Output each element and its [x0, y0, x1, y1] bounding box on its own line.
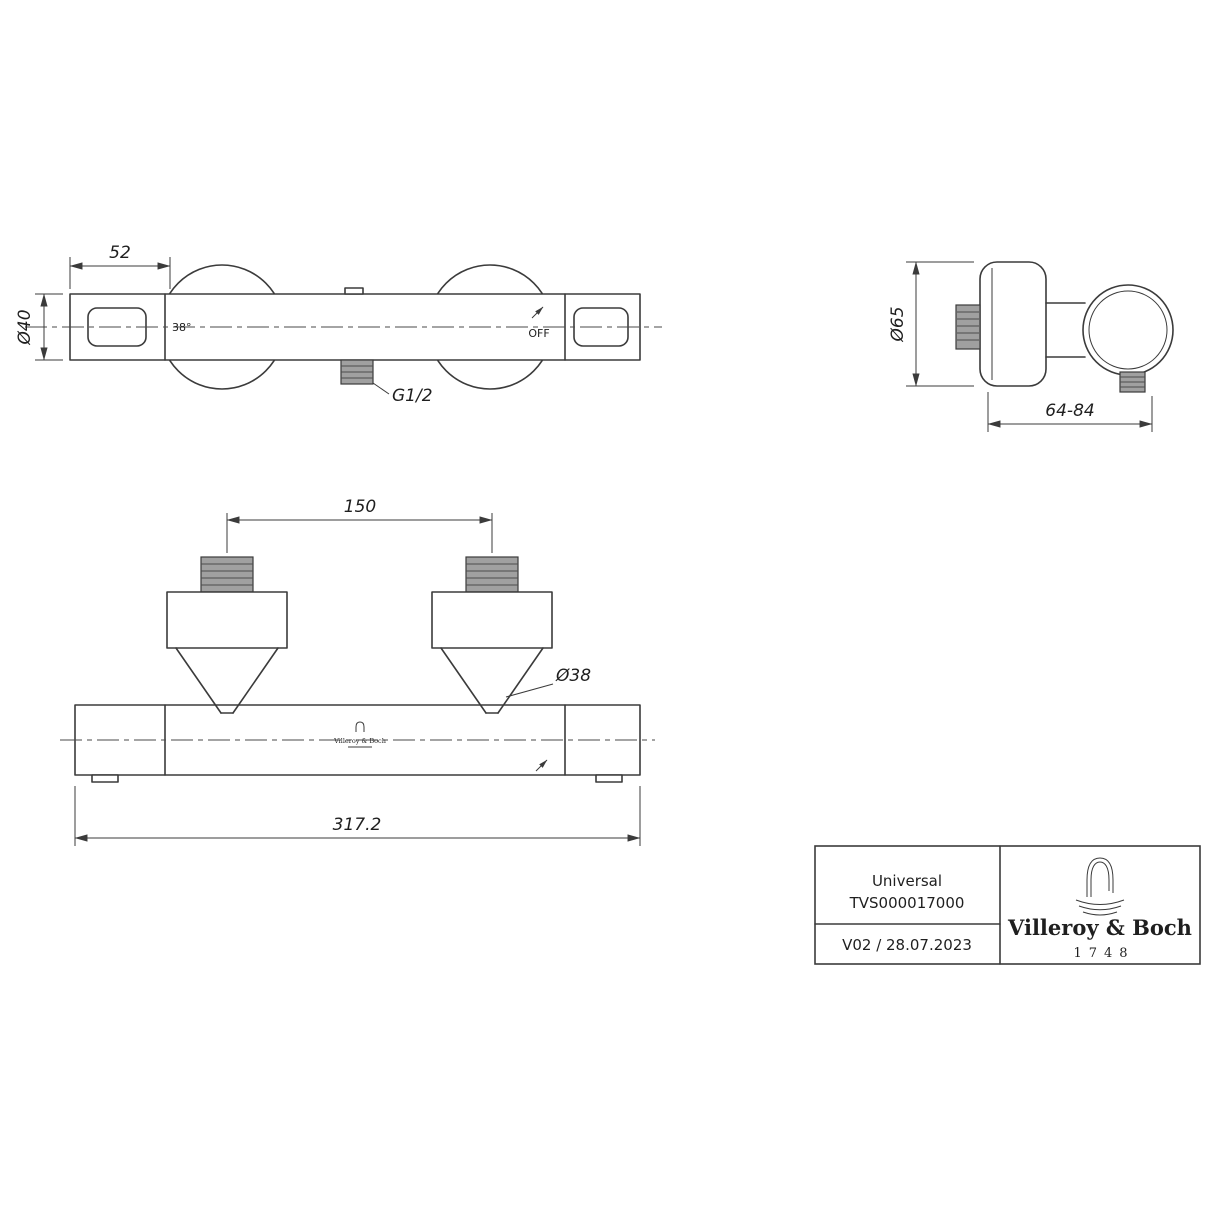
g12-leader-line [372, 382, 390, 395]
product-name: Universal [872, 872, 942, 890]
dim-52-value: 52 [109, 243, 131, 263]
dimension-overall-length: 317.2 [74, 786, 641, 846]
lever-direction-arrow-icon [531, 306, 544, 319]
brand-logo-icon [1075, 857, 1125, 916]
dimension-bar-diameter: Ø40 [15, 293, 63, 361]
off-label: OFF [528, 327, 549, 340]
right-flange-block [431, 591, 553, 649]
front-view: 38° OFF G1/2 52 Ø40 [15, 243, 662, 406]
emblem-arch-icon [355, 721, 365, 732]
article-number: TVS000017000 [849, 894, 965, 912]
version-date: V02 / 28.07.2023 [842, 936, 972, 954]
dim-65-value: Ø65 [888, 306, 908, 342]
left-foot-tab [91, 774, 119, 783]
left-flange-block [166, 591, 288, 649]
bar-brand-emblem: Villeroy & Boch [333, 721, 386, 748]
wall-inlet-thread [955, 304, 981, 350]
title-block: Universal TVS000017000 V02 / 28.07.2023 … [814, 845, 1201, 965]
handle-knob-circle [1082, 284, 1174, 376]
left-supply-connector [166, 556, 288, 714]
escutcheon-side-body [979, 261, 1047, 387]
emblem-text: Villeroy & Boch [333, 737, 386, 745]
right-thread-stud [465, 556, 519, 593]
dim-64-84-value: 64-84 [1045, 401, 1094, 421]
dimension-cone-diameter: Ø38 [505, 666, 591, 698]
side-view: Ø65 64-84 [888, 261, 1174, 432]
dim-150-value: 150 [344, 497, 376, 517]
brand-year: 1748 [1073, 946, 1134, 961]
title-block-border [814, 845, 1201, 965]
right-foot-tab [595, 774, 623, 783]
thread-size-label: G1/2 [392, 386, 433, 406]
dim-317-value: 317.2 [333, 815, 382, 835]
g12-outlet-stub [340, 359, 374, 385]
top-lever-arrow-icon [535, 759, 548, 772]
brand-name: Villeroy & Boch [1007, 915, 1192, 940]
dim-40-value: Ø40 [15, 309, 35, 345]
temperature-label: 38° [172, 321, 192, 334]
right-supply-connector [431, 556, 553, 714]
dim-38-value: Ø38 [555, 666, 591, 686]
knob-outlet-stub [1119, 371, 1146, 393]
dimension-connection-centers: 150 [226, 497, 493, 553]
left-thread-stud [200, 556, 254, 593]
top-view: Villeroy & Boch 150 Ø38 317.2 [60, 497, 655, 846]
dimension-depth-range: 64-84 [987, 392, 1153, 432]
handle-knob-inner-circle [1088, 290, 1168, 370]
top-marker-nub [344, 287, 364, 295]
dimension-end-width: 52 [69, 243, 171, 289]
dimension-escutcheon-diameter: Ø65 [888, 261, 974, 387]
